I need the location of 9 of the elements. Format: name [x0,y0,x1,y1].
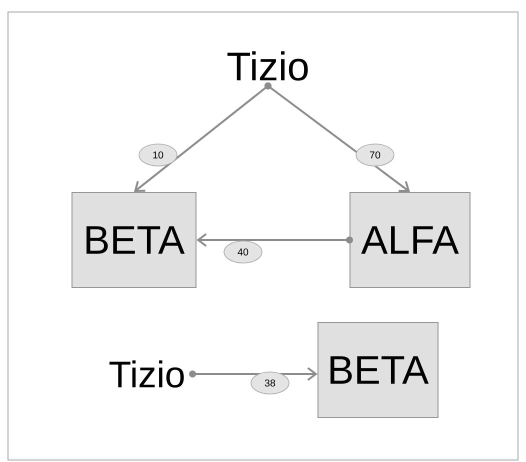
label: Tizio [109,360,184,388]
box: BETA [318,322,438,418]
edge-label: 40 [224,240,262,264]
box: BETA [72,192,196,288]
edge-label: 10 [138,144,178,166]
edge-label: 38 [250,372,290,394]
box: ALFA [350,192,470,288]
edge-label: 70 [356,144,394,166]
label: Tizio [227,51,308,81]
